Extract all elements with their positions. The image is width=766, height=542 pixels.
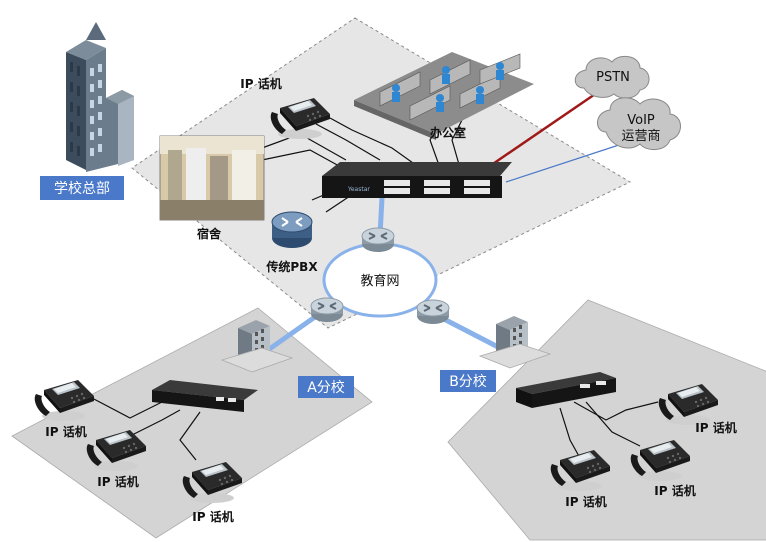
branch-a-ip-phone-3-label: IP 话机 bbox=[192, 509, 233, 524]
edu-net-label: 教育网 bbox=[360, 273, 399, 289]
voip-label-line1: VoIP bbox=[627, 113, 655, 128]
pstn-cloud-icon bbox=[574, 55, 650, 99]
branch-a-pbx-device bbox=[152, 380, 258, 412]
branch-b-label: B分校 bbox=[449, 373, 487, 390]
branch-a-label: A分校 bbox=[307, 379, 345, 396]
branch-b-ip-phone-3-label: IP 话机 bbox=[565, 494, 606, 509]
legacy-pbx-label: 传统PBX bbox=[265, 259, 318, 274]
branch-a-ip-phone-1-label: IP 话机 bbox=[45, 424, 86, 439]
hq-building-icon bbox=[66, 22, 134, 172]
branch-b-tag bbox=[440, 370, 496, 392]
hq-tag bbox=[40, 176, 124, 200]
branch-a-tag bbox=[298, 376, 354, 398]
hq-label: 学校总部 bbox=[54, 180, 110, 197]
voip-link bbox=[505, 141, 629, 183]
voip-label-line2: 运营商 bbox=[621, 129, 660, 144]
branch-a-ip-phone-2-label: IP 话机 bbox=[97, 474, 138, 489]
branch-a-cables bbox=[91, 397, 201, 461]
dorm-label: 宿舍 bbox=[197, 226, 222, 241]
hq-pbx-device: Yeastar bbox=[322, 162, 512, 198]
legacy-pbx-icon bbox=[271, 211, 313, 248]
dorm-photo bbox=[159, 135, 265, 221]
branch-b-cables bbox=[559, 401, 659, 459]
hq-pbx-brand: Yeastar bbox=[347, 186, 370, 193]
router-icon bbox=[310, 297, 344, 323]
office-icon bbox=[354, 52, 534, 140]
branch-b-pbx-device bbox=[516, 372, 616, 408]
branch-b-ip-phone-1-label: IP 话机 bbox=[695, 420, 736, 435]
hq-ip-phone-label: IP 话机 bbox=[240, 76, 281, 91]
router-icon bbox=[416, 299, 450, 325]
ip-phone-icon bbox=[34, 380, 94, 421]
office-label: 办公室 bbox=[430, 125, 466, 140]
router-icon bbox=[361, 227, 395, 253]
pstn-link bbox=[483, 86, 605, 172]
branch-b-ip-phone-2-label: IP 话机 bbox=[654, 483, 695, 498]
voip-cloud-icon bbox=[597, 97, 681, 150]
pstn-label: PSTN bbox=[596, 70, 630, 85]
